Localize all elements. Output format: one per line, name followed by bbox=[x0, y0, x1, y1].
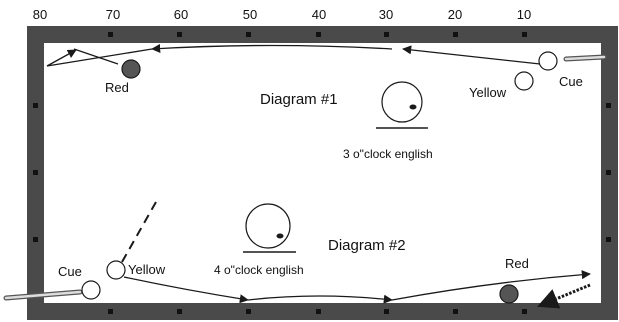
diamond-top-3 bbox=[246, 32, 251, 37]
red-label-2: Red bbox=[505, 256, 529, 271]
table-cloth bbox=[44, 43, 601, 303]
cue-path-1-segment-4 bbox=[46, 49, 77, 67]
yellow-ball-2 bbox=[106, 260, 126, 280]
cue-label-1: Cue bbox=[559, 74, 583, 89]
cue-path-1-segment-2 bbox=[151, 43, 393, 54]
diamond-left-2 bbox=[33, 170, 38, 175]
cue-ball-2 bbox=[81, 280, 101, 300]
english-contact-point-1 bbox=[409, 104, 417, 110]
cue-stick-1 bbox=[563, 54, 607, 62]
yellow-path-1 bbox=[73, 48, 119, 65]
diamond-top-1 bbox=[108, 32, 113, 37]
distance-scale: 80 70 60 50 40 30 20 10 bbox=[33, 7, 531, 22]
diamond-left-3 bbox=[33, 237, 38, 242]
red-label-1: Red bbox=[105, 80, 129, 95]
red-ball-2 bbox=[499, 284, 519, 304]
scale-label-50: 50 bbox=[243, 7, 257, 22]
diamonds bbox=[33, 32, 611, 314]
scale-label-20: 20 bbox=[448, 7, 462, 22]
english-illustration-2 bbox=[243, 203, 296, 253]
diamond-top-5 bbox=[384, 32, 389, 37]
red-path-2 bbox=[537, 283, 591, 309]
diamond-top-6 bbox=[453, 32, 458, 37]
cue-path-2 bbox=[123, 276, 249, 304]
cue-path-2-segment-3 bbox=[391, 270, 591, 301]
diamond-top-7 bbox=[522, 32, 527, 37]
scale-label-10: 10 bbox=[517, 7, 531, 22]
scale-label-70: 70 bbox=[106, 7, 120, 22]
yellow-label-1: Yellow bbox=[469, 85, 507, 100]
scale-label-80: 80 bbox=[33, 7, 47, 22]
scale-label-30: 30 bbox=[379, 7, 393, 22]
diamond-right-3 bbox=[606, 237, 611, 242]
diagram-2-title: Diagram #2 bbox=[328, 237, 406, 254]
english-label-1: 3 o"clock english bbox=[343, 147, 433, 161]
diamond-top-4 bbox=[316, 32, 321, 37]
yellow-ball-1 bbox=[514, 71, 534, 91]
cue-path-1 bbox=[402, 45, 541, 65]
cue-stick-2 bbox=[3, 289, 83, 301]
diagram-2: Cue Yellow Red Diagram #2 4 o"clock engl… bbox=[3, 201, 591, 309]
red-ball-1 bbox=[121, 59, 141, 79]
diamond-bottom-4 bbox=[316, 309, 321, 314]
english-label-2: 4 o"clock english bbox=[214, 263, 304, 277]
scale-label-40: 40 bbox=[312, 7, 326, 22]
diamond-bottom-5 bbox=[384, 309, 389, 314]
diamond-bottom-6 bbox=[453, 309, 458, 314]
cue-label-2: Cue bbox=[58, 264, 82, 279]
cue-ball-1 bbox=[538, 51, 558, 71]
diamond-bottom-3 bbox=[246, 309, 251, 314]
english-illustration-1 bbox=[376, 81, 428, 129]
yellow-path-2 bbox=[121, 201, 157, 263]
english-contact-point-2 bbox=[276, 233, 284, 239]
diamond-right-2 bbox=[606, 170, 611, 175]
diagram-1-title: Diagram #1 bbox=[260, 91, 338, 108]
diamond-bottom-2 bbox=[177, 309, 182, 314]
diamond-bottom-1 bbox=[108, 309, 113, 314]
diamond-left-1 bbox=[33, 103, 38, 108]
diamond-right-1 bbox=[606, 103, 611, 108]
scale-label-60: 60 bbox=[174, 7, 188, 22]
yellow-label-2: Yellow bbox=[128, 262, 166, 277]
cue-path-2-segment-2 bbox=[247, 294, 393, 304]
diamond-top-2 bbox=[177, 32, 182, 37]
diagram-1: Cue Yellow Red Diagram #1 3 o"clock engl… bbox=[46, 43, 607, 161]
diamond-bottom-7 bbox=[522, 309, 527, 314]
